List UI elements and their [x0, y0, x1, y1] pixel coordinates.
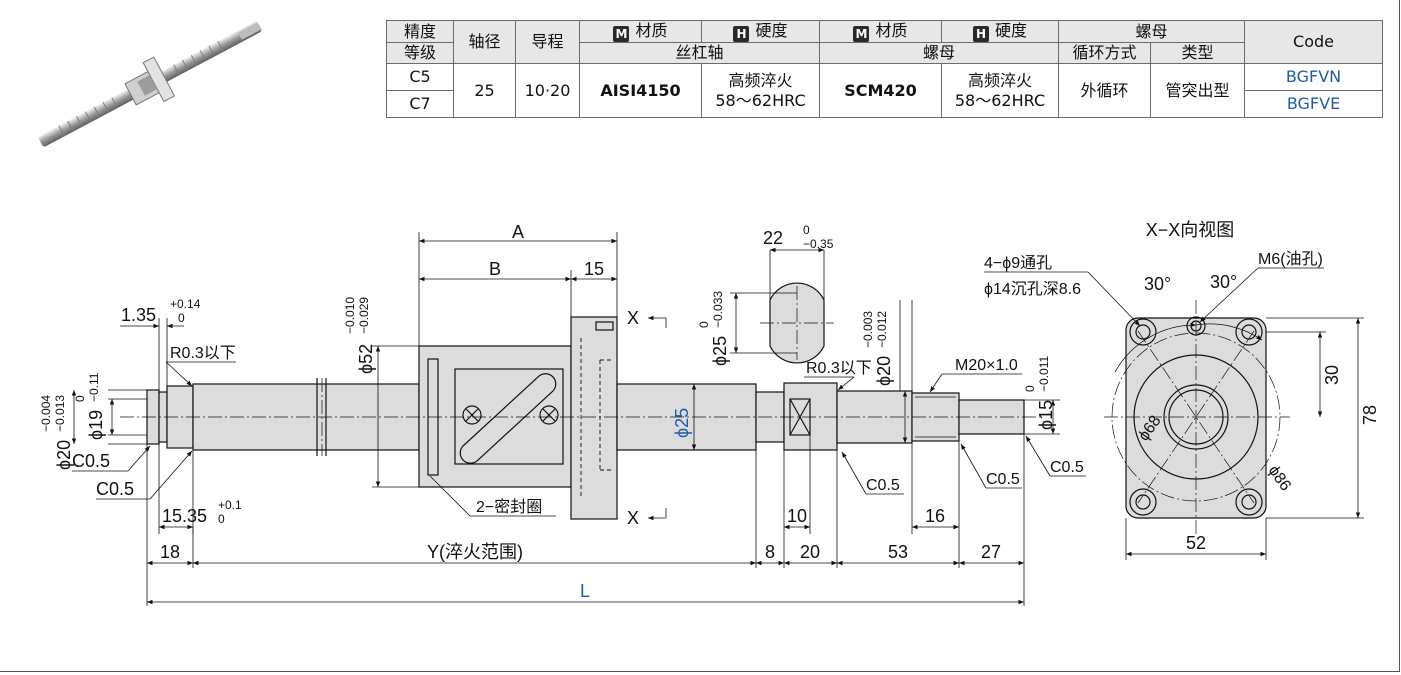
view-title: X−X向视图: [1146, 220, 1235, 240]
dim-27: 27: [981, 542, 1001, 562]
header-nut-group: 螺母: [819, 42, 1059, 64]
dim-phi25-blue: ϕ25: [672, 408, 692, 438]
dim-a: A: [512, 222, 524, 242]
svg-text:−0.013: −0.013: [53, 395, 67, 432]
header-nut: 螺母: [1057, 20, 1246, 43]
dim-22: 22: [763, 228, 783, 248]
svg-text:−0.004: −0.004: [39, 395, 53, 432]
section-mark-bottom: X: [627, 508, 639, 528]
material-mark-icon: M: [613, 26, 630, 42]
svg-text:0: 0: [697, 321, 711, 328]
hardness-mark-icon: H: [972, 26, 989, 42]
chamfer-right-3: C0.5: [1050, 459, 1084, 476]
dim-53: 53: [888, 542, 908, 562]
dim-52: 52: [1186, 533, 1206, 553]
header-code: Code: [1244, 20, 1384, 64]
radius-note-left: R0.3以下: [170, 345, 236, 362]
dim-phi19: ϕ19: [86, 410, 106, 440]
svg-text:−0.11: −0.11: [87, 372, 101, 402]
dim-phi20-right: ϕ20: [874, 356, 894, 386]
code-bgfve-link[interactable]: BGFVE: [1244, 90, 1384, 118]
chamfer-right-1: C0.5: [866, 477, 900, 494]
dim-phi20-left: ϕ20: [54, 440, 74, 470]
screw-material-value: AISI4150: [579, 63, 702, 118]
header-circulation: 循环方式: [1058, 42, 1151, 64]
svg-text:−0.029: −0.029: [357, 297, 371, 334]
dim-phi15: ϕ15: [1036, 400, 1056, 430]
dim-l: L: [580, 581, 590, 601]
precision-c5: C5: [386, 63, 454, 91]
svg-text:−0.033: −0.033: [711, 291, 725, 328]
flat-section-detail: 22 0 −0.35 ϕ25 0 −0.033: [697, 223, 834, 366]
seal-note: 2−密封圈: [476, 498, 542, 516]
dim-phi52: ϕ52: [356, 344, 376, 374]
end-view: X−X向视图 4−ϕ9通孔 ϕ14沉孔深8.6 M6(油孔) 30° 30° 3…: [984, 220, 1380, 560]
main-view-dimensions: A B 15 X X ϕ52 −0.010 −0.029 ϕ20 −0.004 …: [39, 222, 1086, 606]
svg-text:+0.14: +0.14: [170, 297, 201, 311]
svg-text:−0.011: −0.011: [1037, 356, 1051, 392]
header-shaft-diameter: 轴径: [453, 20, 516, 64]
header-screw-shaft: 丝杠轴: [579, 42, 820, 64]
radius-note-right: R0.3以下: [806, 360, 872, 377]
angle-30-left: 30°: [1144, 274, 1171, 294]
svg-text:0: 0: [218, 512, 225, 526]
shaft-side-view: [120, 316, 1040, 520]
hardness-mark-icon: H: [733, 26, 750, 42]
svg-text:0: 0: [1023, 385, 1037, 392]
nut-material-value: SCM420: [819, 63, 942, 118]
precision-c7: C7: [386, 90, 454, 118]
code-bgfvn-link[interactable]: BGFVN: [1244, 63, 1384, 91]
svg-text:−0.010: −0.010: [343, 297, 357, 334]
product-photo: [38, 21, 262, 147]
chamfer-left-1: C0.5: [72, 451, 110, 471]
dim-phi25-flat: ϕ25: [710, 336, 730, 366]
header-type: 类型: [1149, 42, 1246, 64]
header-grade: 等级: [386, 42, 454, 64]
angle-30-right: 30°: [1210, 272, 1237, 292]
section-mark-top: X: [627, 308, 639, 328]
chamfer-right-2: C0.5: [986, 471, 1020, 488]
dim-10: 10: [787, 506, 807, 526]
dim-20: 20: [800, 542, 820, 562]
dim-15-35: 15.35: [162, 506, 207, 526]
svg-text:+0.1: +0.1: [218, 498, 242, 512]
svg-text:−0.35: −0.35: [803, 237, 834, 251]
material-mark-icon: M: [853, 26, 870, 42]
dim-30: 30: [1322, 365, 1342, 385]
nut-type-value: 管突出型: [1149, 63, 1246, 118]
shaft-diameter-value: 25: [453, 63, 516, 118]
oil-hole-note: M6(油孔): [1258, 250, 1323, 268]
svg-text:0: 0: [73, 395, 87, 402]
circulation-value: 外循环: [1058, 63, 1151, 118]
chamfer-left-2: C0.5: [96, 479, 134, 499]
dim-b: B: [489, 259, 501, 279]
dim-y-range: Y(淬火范围): [427, 542, 523, 562]
thread-note: M20×1.0: [955, 357, 1018, 374]
svg-text:−0.003: −0.003: [861, 311, 875, 348]
svg-text:0: 0: [803, 223, 810, 237]
lead-value: 10·20: [515, 63, 580, 118]
holes-note-2: ϕ14沉孔深8.6: [984, 280, 1081, 298]
dim-15: 15: [584, 259, 604, 279]
holes-note-1: 4−ϕ9通孔: [984, 254, 1052, 272]
dim-78: 78: [1360, 405, 1380, 425]
svg-text:0: 0: [178, 311, 185, 325]
dim-1-35: 1.35: [121, 305, 156, 325]
dim-18: 18: [160, 542, 180, 562]
dim-phi86: ϕ86: [1265, 463, 1294, 495]
svg-text:−0.012: −0.012: [875, 311, 889, 348]
dim-8: 8: [765, 542, 775, 562]
dim-16: 16: [925, 506, 945, 526]
